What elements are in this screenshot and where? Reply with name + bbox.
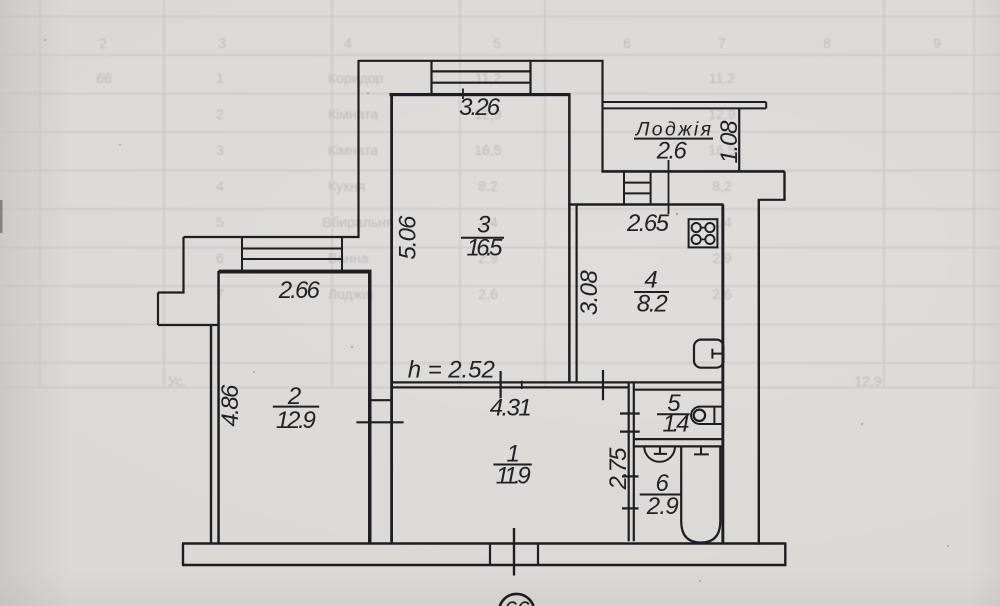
svg-text:3: 3 xyxy=(216,142,224,158)
svg-text:Лоджія: Лоджія xyxy=(328,286,373,302)
svg-text:3.08: 3.08 xyxy=(576,270,603,316)
svg-text:11,2: 11,2 xyxy=(709,70,735,86)
svg-text:6: 6 xyxy=(623,35,631,51)
svg-text:2.65: 2.65 xyxy=(626,210,670,237)
svg-text:1.4: 1.4 xyxy=(663,411,690,438)
svg-text:Кімната: Кімната xyxy=(328,106,378,122)
svg-text:4: 4 xyxy=(644,267,657,294)
svg-text:8.2: 8.2 xyxy=(637,291,668,318)
svg-text:5.06: 5.06 xyxy=(394,215,421,260)
svg-text:1: 1 xyxy=(216,70,224,86)
svg-text:1.08: 1.08 xyxy=(716,120,743,164)
svg-text:2: 2 xyxy=(99,35,107,51)
svg-text:Кімната: Кімната xyxy=(328,142,378,158)
svg-text:Кухня: Кухня xyxy=(328,178,365,194)
svg-text:6: 6 xyxy=(216,250,224,266)
svg-text:8,2: 8,2 xyxy=(712,178,732,194)
svg-text:8: 8 xyxy=(823,35,831,51)
svg-text:16,5: 16,5 xyxy=(474,142,501,158)
svg-text:1,4: 1,4 xyxy=(478,214,498,230)
svg-text:3: 3 xyxy=(218,35,226,51)
svg-text:2,6: 2,6 xyxy=(478,286,498,302)
svg-text:66: 66 xyxy=(504,597,531,606)
svg-text:4.86: 4.86 xyxy=(217,384,244,427)
svg-text:2,9: 2,9 xyxy=(478,250,498,266)
svg-text:4: 4 xyxy=(216,178,224,194)
svg-text:6: 6 xyxy=(656,470,670,497)
svg-text:4.31: 4.31 xyxy=(490,395,532,422)
svg-text:2.66: 2.66 xyxy=(278,277,321,304)
svg-text:3: 3 xyxy=(477,212,491,239)
svg-text:Коридор: Коридор xyxy=(328,70,384,86)
svg-text:12,9: 12,9 xyxy=(474,106,501,122)
svg-text:11.9: 11.9 xyxy=(496,463,531,490)
svg-text:16.5: 16.5 xyxy=(467,235,504,262)
svg-text:Лоджія: Лоджія xyxy=(634,119,712,141)
svg-text:2.6: 2.6 xyxy=(656,138,688,165)
svg-text:66: 66 xyxy=(96,70,112,86)
svg-text:2.9: 2.9 xyxy=(646,493,679,520)
svg-text:12,9: 12,9 xyxy=(708,106,735,122)
svg-text:12.9: 12.9 xyxy=(276,407,316,434)
svg-text:7: 7 xyxy=(718,35,726,51)
svg-text:Ус.: Ус. xyxy=(168,373,187,389)
svg-text:12,9: 12,9 xyxy=(854,373,881,389)
svg-text:5: 5 xyxy=(216,214,224,230)
svg-text:5: 5 xyxy=(493,35,501,51)
svg-text:5: 5 xyxy=(667,390,681,417)
svg-text:16,5: 16,5 xyxy=(708,142,735,158)
svg-text:1: 1 xyxy=(507,441,520,468)
svg-text:7: 7 xyxy=(216,286,224,302)
svg-text:9: 9 xyxy=(933,35,941,51)
svg-text:2: 2 xyxy=(216,106,224,122)
svg-text:4: 4 xyxy=(344,35,352,51)
svg-text:3.26: 3.26 xyxy=(459,94,501,121)
svg-text:2.75: 2.75 xyxy=(605,447,632,491)
svg-text:h = 2.52: h = 2.52 xyxy=(408,357,495,384)
svg-text:Ванна: Ванна xyxy=(328,250,369,266)
svg-text:2: 2 xyxy=(287,383,301,410)
svg-text:8,2: 8,2 xyxy=(478,178,498,194)
